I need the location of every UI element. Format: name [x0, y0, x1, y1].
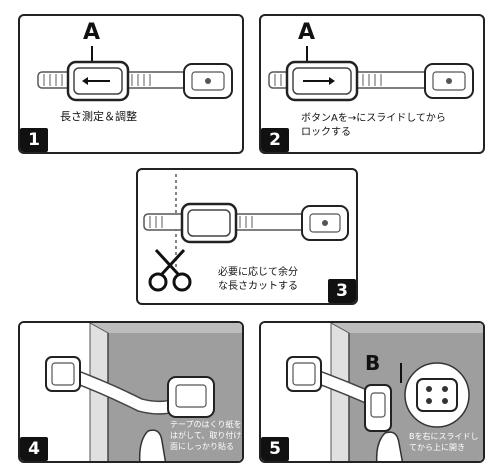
- step-caption: 長さ測定＆調整: [60, 110, 137, 123]
- cabinet-illustration: [20, 323, 242, 461]
- step-number-badge: 4: [20, 437, 48, 461]
- step-caption: ボタンAを→にスライドしてから ロックする: [301, 113, 446, 138]
- strap-illustration: [268, 46, 474, 102]
- cut-illustration: [143, 174, 349, 292]
- step-number-badge: 3: [328, 279, 356, 303]
- step-caption: 必要に応じて余分 な長さカットする: [218, 267, 298, 292]
- step-number-badge: 1: [20, 128, 48, 152]
- step-number-badge: 2: [261, 128, 289, 152]
- step-number-badge: 5: [261, 437, 289, 461]
- cabinet-illustration: [261, 323, 483, 461]
- step-panel-4: テープのはくり紙を はがして、取り付け 面にしっかり貼る 4: [18, 321, 244, 463]
- step-panel-5: B Bを右にスライドし てから上に開き 5: [259, 321, 485, 463]
- button-a-label: A: [83, 20, 101, 45]
- step-caption: Bを右にスライドし てから上に開き: [409, 432, 479, 452]
- step-panel-3: 必要に応じて余分 な長さカットする 3: [136, 168, 358, 305]
- strap-illustration: [37, 46, 233, 102]
- step-caption: テープのはくり紙を はがして、取り付け 面にしっかり貼る: [170, 420, 242, 451]
- button-a-label: A: [298, 20, 316, 45]
- button-b-label: B: [365, 351, 381, 375]
- scissors-icon: [148, 248, 192, 292]
- step-panel-1: A 長さ測定＆調整 1: [18, 14, 244, 154]
- step-panel-2: A ボタンAを→にスライドしてから ロックする 2: [259, 14, 485, 154]
